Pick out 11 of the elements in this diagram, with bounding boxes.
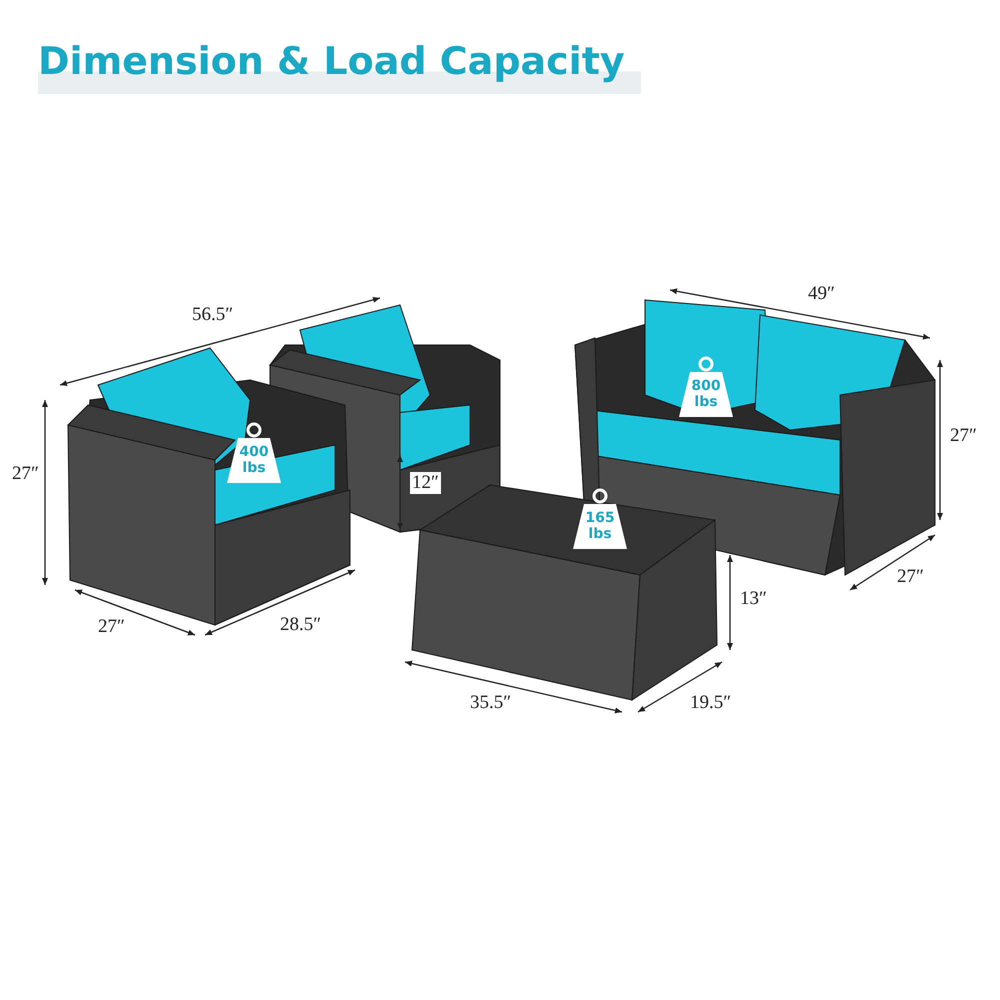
dimension-label: 28.5″: [280, 614, 322, 636]
dimension-label: 13″: [740, 588, 767, 610]
dimension-label: 12″: [410, 472, 441, 494]
dimension-label: 27″: [897, 566, 924, 588]
dimension-label: 56.5″: [192, 304, 234, 326]
dimension-label: 27″: [98, 616, 125, 638]
dimension-label: 49″: [808, 283, 835, 305]
dimension-label: 19.5″: [690, 692, 732, 714]
dimension-label: 27″: [950, 425, 977, 447]
dimension-label: 27″: [12, 463, 39, 485]
dimension-label: 35.5″: [470, 692, 512, 714]
